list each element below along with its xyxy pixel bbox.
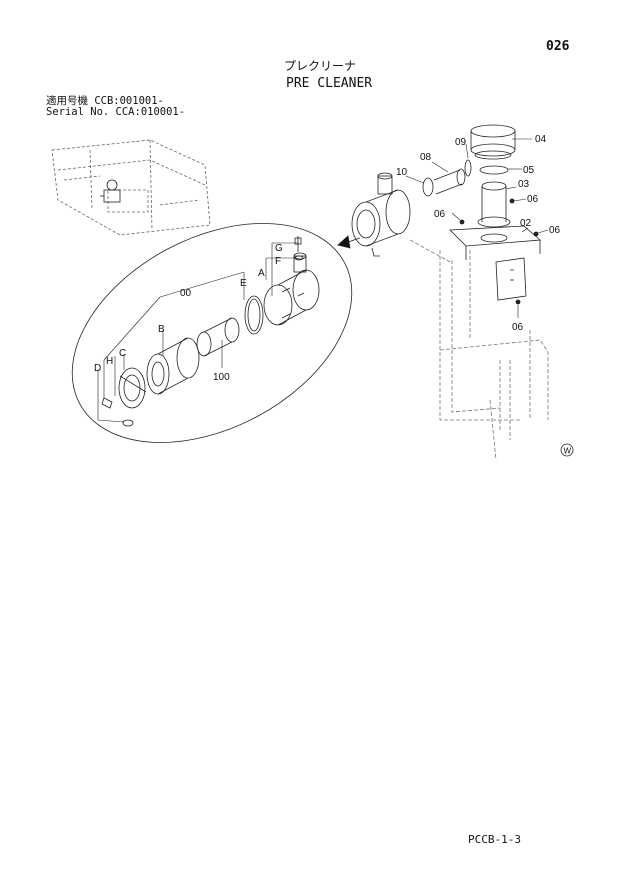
w-mark-circle <box>560 443 574 457</box>
callout-b: B <box>158 324 165 335</box>
callout-03: 03 <box>518 179 530 190</box>
callout-06-c: 06 <box>549 225 561 236</box>
callout-g: G <box>275 243 283 254</box>
part-g-bolt <box>294 236 302 252</box>
callout-c: C <box>119 348 126 359</box>
callout-04: 04 <box>535 134 547 145</box>
callout-09: 09 <box>455 137 467 148</box>
part-c-cover <box>118 367 147 409</box>
part-02-bracket <box>449 225 541 301</box>
callout-05: 05 <box>523 165 535 176</box>
serial-line-1: 適用号機 CCB:001001- <box>46 95 164 107</box>
pre-cleaner-assembly <box>351 172 411 257</box>
part-10-clamp <box>422 177 434 197</box>
machine-overview-cleaner <box>100 179 121 203</box>
callout-06-b: 06 <box>434 209 446 220</box>
part-03-pipe <box>477 181 511 228</box>
callout-08: 08 <box>420 152 432 163</box>
callout-h: H <box>106 356 113 367</box>
callout-e: E <box>240 278 247 289</box>
part-d-valve <box>122 419 134 427</box>
callout-arrow <box>337 235 351 249</box>
callout-100: 100 <box>213 372 230 383</box>
part-09-clamp <box>464 159 472 177</box>
w-mark-label: W <box>564 447 572 456</box>
detail-ellipse <box>71 223 353 443</box>
part-e-gasket <box>244 295 264 335</box>
title-japanese: プレクリーナ <box>284 59 357 73</box>
machine-frame <box>409 239 549 461</box>
callout-10: 10 <box>396 167 408 178</box>
serial-line-2: Serial No. CCA:010001- <box>46 106 186 118</box>
part-08-hose <box>433 168 466 195</box>
part-06-bolts <box>459 198 539 305</box>
callout-06-a: 06 <box>527 194 539 205</box>
part-h-clip <box>101 397 113 409</box>
page-number: 026 <box>546 39 570 54</box>
part-100-inner-filter <box>196 317 240 357</box>
callout-06-d: 06 <box>512 322 524 333</box>
callout-00: 00 <box>180 288 192 299</box>
part-04-cap <box>470 124 516 160</box>
callout-a: A <box>258 268 265 279</box>
part-b-outer-filter <box>146 337 200 395</box>
machine-overview-sketch <box>51 139 211 236</box>
callout-d: D <box>94 363 101 374</box>
part-05-ring <box>479 165 509 175</box>
title-english: PRE CLEANER <box>286 76 373 91</box>
callout-02: 02 <box>520 218 532 229</box>
part-f-nut <box>294 255 304 261</box>
footer-code: PCCB-1-3 <box>468 833 521 846</box>
callout-f: F <box>275 256 281 267</box>
